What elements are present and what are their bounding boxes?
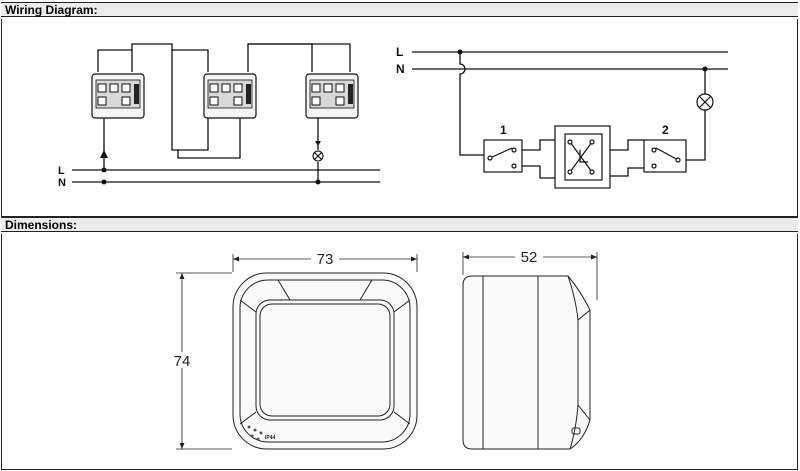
traveller-wire-6: [248, 43, 351, 72]
left-label-N: N: [58, 177, 66, 189]
width-arrow-right-icon: [411, 256, 417, 262]
right-label-L: L: [396, 45, 403, 59]
feed-wire: [459, 52, 484, 156]
travel-wire-c: [610, 139, 644, 151]
front-width-label: 73: [317, 251, 334, 268]
traveller-wire-3: [171, 50, 209, 151]
travel-wire-d: [610, 167, 644, 177]
switch-mechanism-3: [305, 73, 359, 119]
front-rocker: [255, 299, 395, 421]
lamp-arrow-icon: [315, 141, 321, 146]
junction-dot-N-right: [315, 179, 321, 185]
height-arrow-top-icon: [179, 273, 185, 279]
junction-dot-N-left: [101, 179, 107, 185]
junction-dot-L: [101, 167, 107, 173]
dimensions-header: Dimensions:: [1, 217, 798, 232]
switch-mechanism-2: [203, 73, 257, 119]
ip-marking: IP44: [265, 435, 276, 441]
travel-wire-b: [522, 165, 555, 179]
side-view: [462, 275, 591, 450]
schematic-switch-2: [643, 139, 687, 173]
traveller-wire-5: [177, 116, 241, 159]
front-view: [232, 272, 418, 450]
width-arrow-left-icon: [233, 256, 239, 262]
depth-arrow-left-icon: [463, 254, 469, 260]
switch1-number: 1: [500, 123, 507, 137]
wiring-schematic: [412, 51, 728, 179]
depth-arrow-right-icon: [591, 254, 597, 260]
switch2-number: 2: [662, 123, 669, 137]
wiring-pictorial: [72, 43, 380, 183]
travel-wire-a: [522, 139, 555, 151]
height-arrow-bottom-icon: [179, 443, 185, 449]
switch-mechanism-1: [91, 73, 145, 119]
side-body: [462, 275, 591, 450]
schematic-lamp-icon: [696, 93, 714, 111]
right-label-N: N: [396, 62, 405, 76]
wiring-diagram-header: Wiring Diagram:: [1, 2, 798, 17]
dimensions-panel: [1, 234, 798, 470]
front-led-dots: [247, 425, 263, 441]
front-height-label: 74: [174, 353, 191, 370]
schematic-junction-L: [457, 49, 463, 55]
traveller-wire-4: [247, 43, 313, 72]
supply-arrow-icon: [100, 150, 108, 158]
lamp-icon: [312, 150, 324, 162]
traveller-wire-1: [97, 43, 209, 72]
schematic-switch-1: [483, 139, 523, 173]
wiring-diagram-panel: [1, 19, 798, 217]
front-outer-frame: [232, 272, 418, 450]
schematic-junction-N: [702, 66, 708, 72]
schematic-intermediate-switch: [554, 125, 611, 189]
left-label-L: L: [58, 165, 65, 177]
lamp-to-switch2-wire: [686, 110, 706, 161]
side-depth-label: 52: [521, 249, 538, 266]
